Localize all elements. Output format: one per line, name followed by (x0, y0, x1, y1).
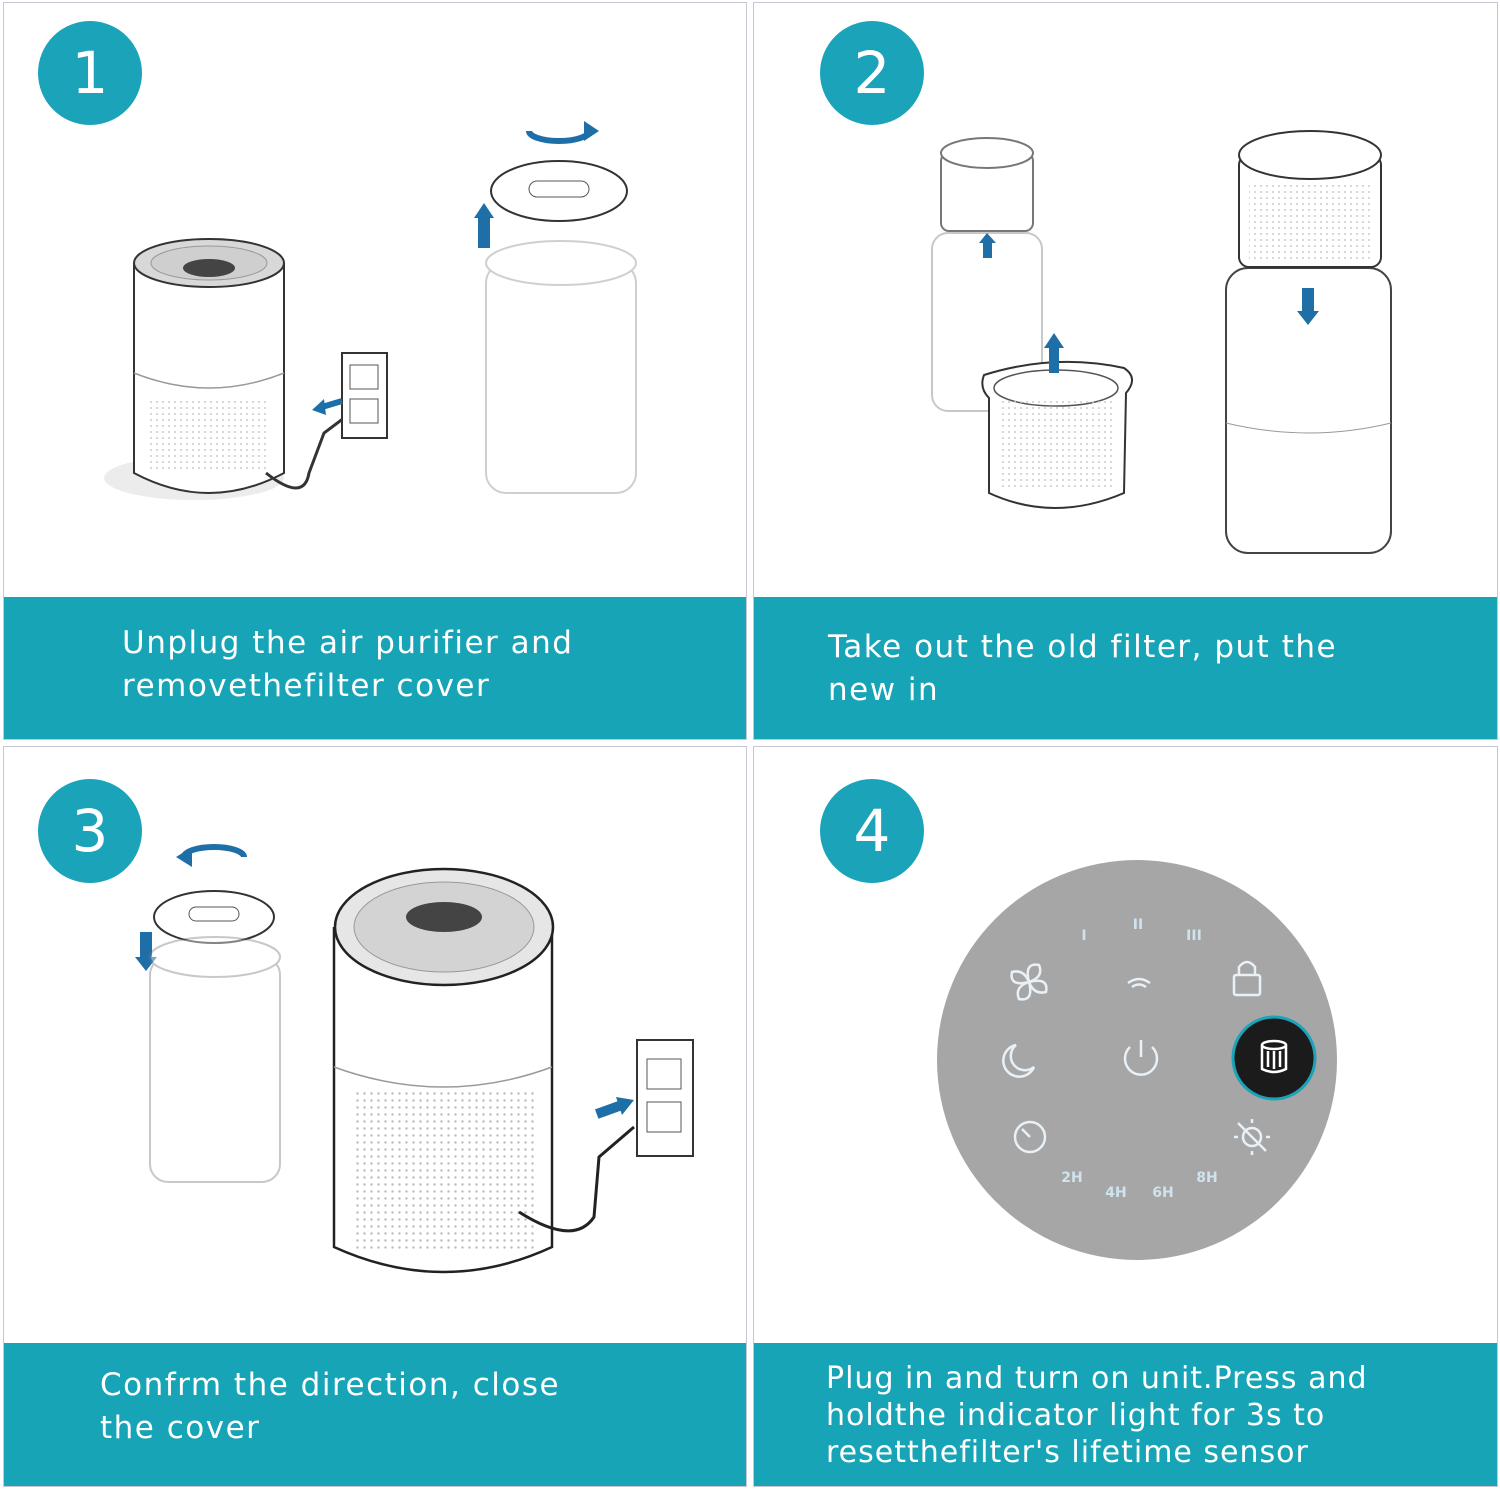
rotate-arrow (526, 130, 592, 144)
step-caption: Unplug the air purifier and removethefil… (122, 625, 574, 704)
unplug-arrow (321, 398, 343, 410)
speed-label: II (1133, 917, 1143, 933)
rotate-arrow (181, 844, 247, 858)
power-icon[interactable] (1123, 1040, 1159, 1076)
speed-label: I (1081, 928, 1086, 944)
air-purifier-unit (332, 867, 555, 1274)
power-cord (518, 1125, 635, 1233)
timer-label: 4H (1105, 1185, 1126, 1201)
filter-icon (1260, 1039, 1288, 1074)
control-panel-disc (937, 860, 1337, 1260)
caption-bar: Unplug the air purifier and removethefil… (4, 597, 746, 739)
step-2-illustration (931, 130, 1392, 554)
display-light-off-icon[interactable] (1234, 1119, 1270, 1155)
sleep-mode-icon[interactable] (1002, 1043, 1036, 1078)
step-caption: Plug in and turn on unit.Press and holdt… (826, 1361, 1368, 1470)
timer-icon[interactable] (1013, 1120, 1047, 1154)
caption-bar: Plug in and turn on unit.Press and holdt… (754, 1343, 1497, 1486)
caption-bar: Confrm the direction, close the cover (4, 1343, 746, 1486)
lock-icon[interactable] (1232, 960, 1262, 997)
purifier-outline (149, 936, 281, 1183)
step-number-badge: 3 (38, 779, 142, 883)
step-caption: Take out the old filter, put the new in (828, 629, 1338, 708)
step-number-badge: 1 (38, 21, 142, 125)
fan-icon[interactable] (1010, 963, 1048, 1001)
new-filter-in-bag (981, 360, 1133, 509)
close-arrow (140, 932, 152, 957)
step-2-panel: 2 Take out th (753, 2, 1498, 740)
step-number-badge: 2 (820, 21, 924, 125)
step-4-panel: 4 I II III (753, 746, 1498, 1487)
timer-label: 2H (1061, 1170, 1082, 1186)
step-1-panel: 1 (3, 2, 747, 740)
speed-label: III (1186, 928, 1202, 944)
lift-arrow (1049, 348, 1059, 373)
old-filter (940, 137, 1034, 232)
wall-outlet (636, 1039, 694, 1157)
control-panel-illustration: I II III (937, 860, 1337, 1260)
timer-label: 6H (1152, 1185, 1173, 1201)
plug-in-arrow (595, 1101, 621, 1119)
caption-bar: Take out the old filter, put the new in (754, 597, 1497, 739)
step-3-panel: 3 Co (3, 746, 747, 1487)
step-3-illustration (135, 844, 694, 1274)
purifier-outline (485, 240, 637, 494)
air-purifier-unit (133, 238, 285, 494)
filter-cover (153, 890, 275, 944)
new-filter (1238, 130, 1382, 268)
wifi-icon (1127, 977, 1151, 989)
filter-cover (490, 160, 628, 222)
remove-arrow (983, 243, 992, 258)
insert-arrow (1302, 288, 1314, 313)
power-cord (265, 416, 345, 490)
step-caption: Confrm the direction, close the cover (100, 1367, 561, 1446)
lift-arrow (478, 218, 490, 248)
step-number-badge: 4 (820, 779, 924, 883)
wall-outlet (341, 352, 388, 439)
timer-label: 8H (1196, 1170, 1217, 1186)
step-1-illustration (104, 121, 637, 500)
